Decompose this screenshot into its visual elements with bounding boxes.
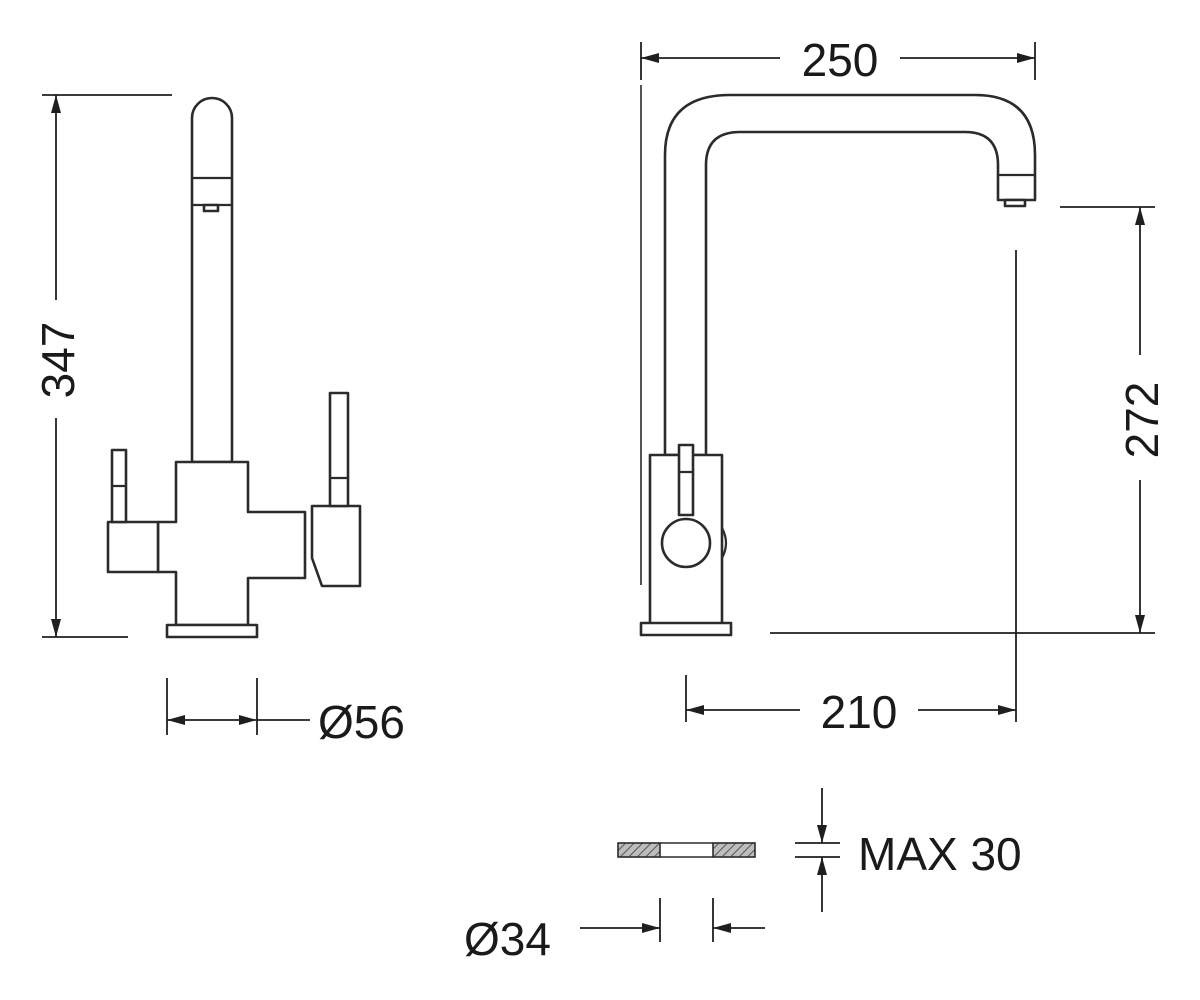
dimension-label-250: 250 xyxy=(802,34,879,86)
dimension-label-max-30: MAX 30 xyxy=(858,828,1022,880)
dimension-label-272: 272 xyxy=(1116,382,1168,459)
dimension-label-347: 347 xyxy=(32,322,84,399)
dimension-label-diameter-56: Ø56 xyxy=(318,696,405,748)
dimension-spout-reach: 210 xyxy=(685,250,1017,738)
front-view-faucet xyxy=(106,96,362,639)
dimension-base-diameter: Ø56 xyxy=(166,678,405,748)
dimension-label-210: 210 xyxy=(821,686,898,738)
dimension-max-thickness: MAX 30 xyxy=(795,788,1022,912)
dimension-spout-height: 272 xyxy=(770,206,1168,634)
dimension-total-height: 347 xyxy=(32,94,172,638)
dimension-label-diameter-34: Ø34 xyxy=(464,913,551,965)
side-view-faucet xyxy=(639,85,1037,637)
dimension-spout-width: 250 xyxy=(640,34,1036,86)
countertop-section xyxy=(617,842,756,858)
dimension-hole-diameter: Ø34 xyxy=(464,898,765,965)
